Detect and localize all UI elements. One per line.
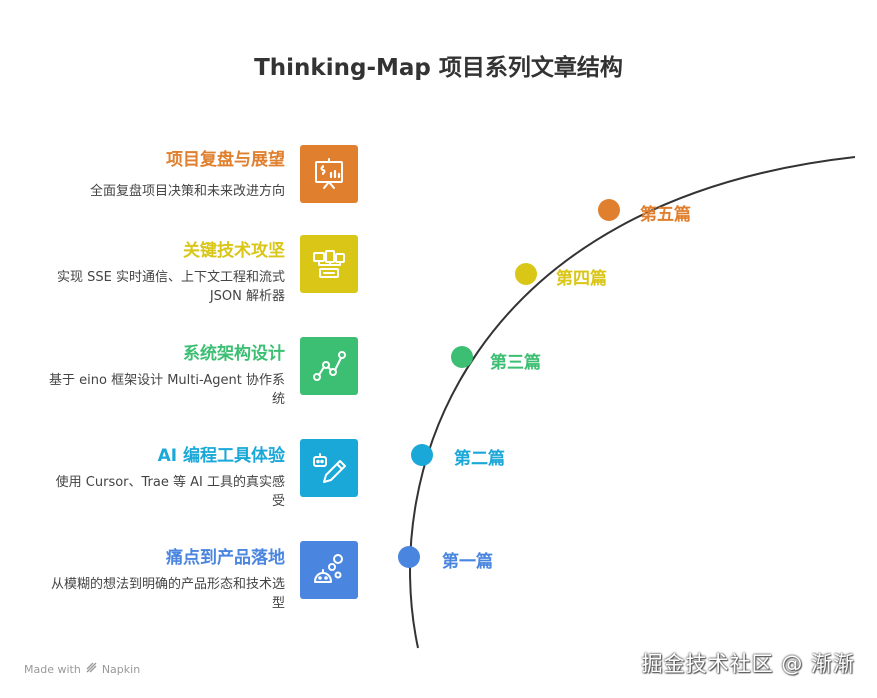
timeline-dot-3 [451, 346, 473, 368]
timeline-dot-1 [398, 546, 420, 568]
timeline-label-2: 第二篇 [454, 449, 505, 469]
item-title-2: AI 编程工具体验 [157, 446, 285, 466]
juejin-watermark: 掘金技术社区 @ 渐渐 [641, 652, 855, 676]
item-title-4: 关键技术攻坚 [183, 241, 285, 261]
timeline-label-5: 第五篇 [640, 205, 691, 225]
item-title-5: 项目复盘与展望 [166, 150, 285, 170]
timeline-label-3: 第三篇 [490, 353, 541, 373]
timeline-dot-2 [411, 444, 433, 466]
presentation-chart-icon [300, 145, 358, 203]
item-title-1: 痛点到产品落地 [166, 548, 285, 568]
page-title: Thinking-Map 项目系列文章结构 [254, 55, 623, 81]
made-with-napkin: Made with Napkin [24, 662, 140, 676]
timeline-label-1: 第一篇 [442, 552, 493, 572]
timeline-label-4: 第四篇 [556, 269, 607, 289]
item-desc-4: 实现 SSE 实时通信、上下文工程和流式 JSON 解析器 [57, 270, 285, 304]
item-title-3: 系统架构设计 [183, 344, 285, 364]
item-desc-5: 全面复盘项目决策和未来改进方向 [89, 184, 285, 199]
devices-network-icon [300, 235, 358, 293]
napkin-logo-icon [86, 662, 97, 676]
item-desc-3: 基于 eino 框架设计 Multi-Agent 协作系统 [49, 373, 285, 407]
timeline-dot-4 [515, 263, 537, 285]
robot-pen-icon [300, 439, 358, 497]
item-desc-2: 使用 Cursor、Trae 等 AI 工具的真实感受 [55, 475, 285, 509]
robot-bubbles-icon [300, 541, 358, 599]
line-graph-icon [300, 337, 358, 395]
napkin-brand: Napkin [101, 662, 141, 676]
timeline-dot-5 [598, 199, 620, 221]
item-desc-1: 从模糊的想法到明确的产品形态和技术选型 [50, 577, 285, 611]
made-with-text: Made with [24, 662, 81, 676]
